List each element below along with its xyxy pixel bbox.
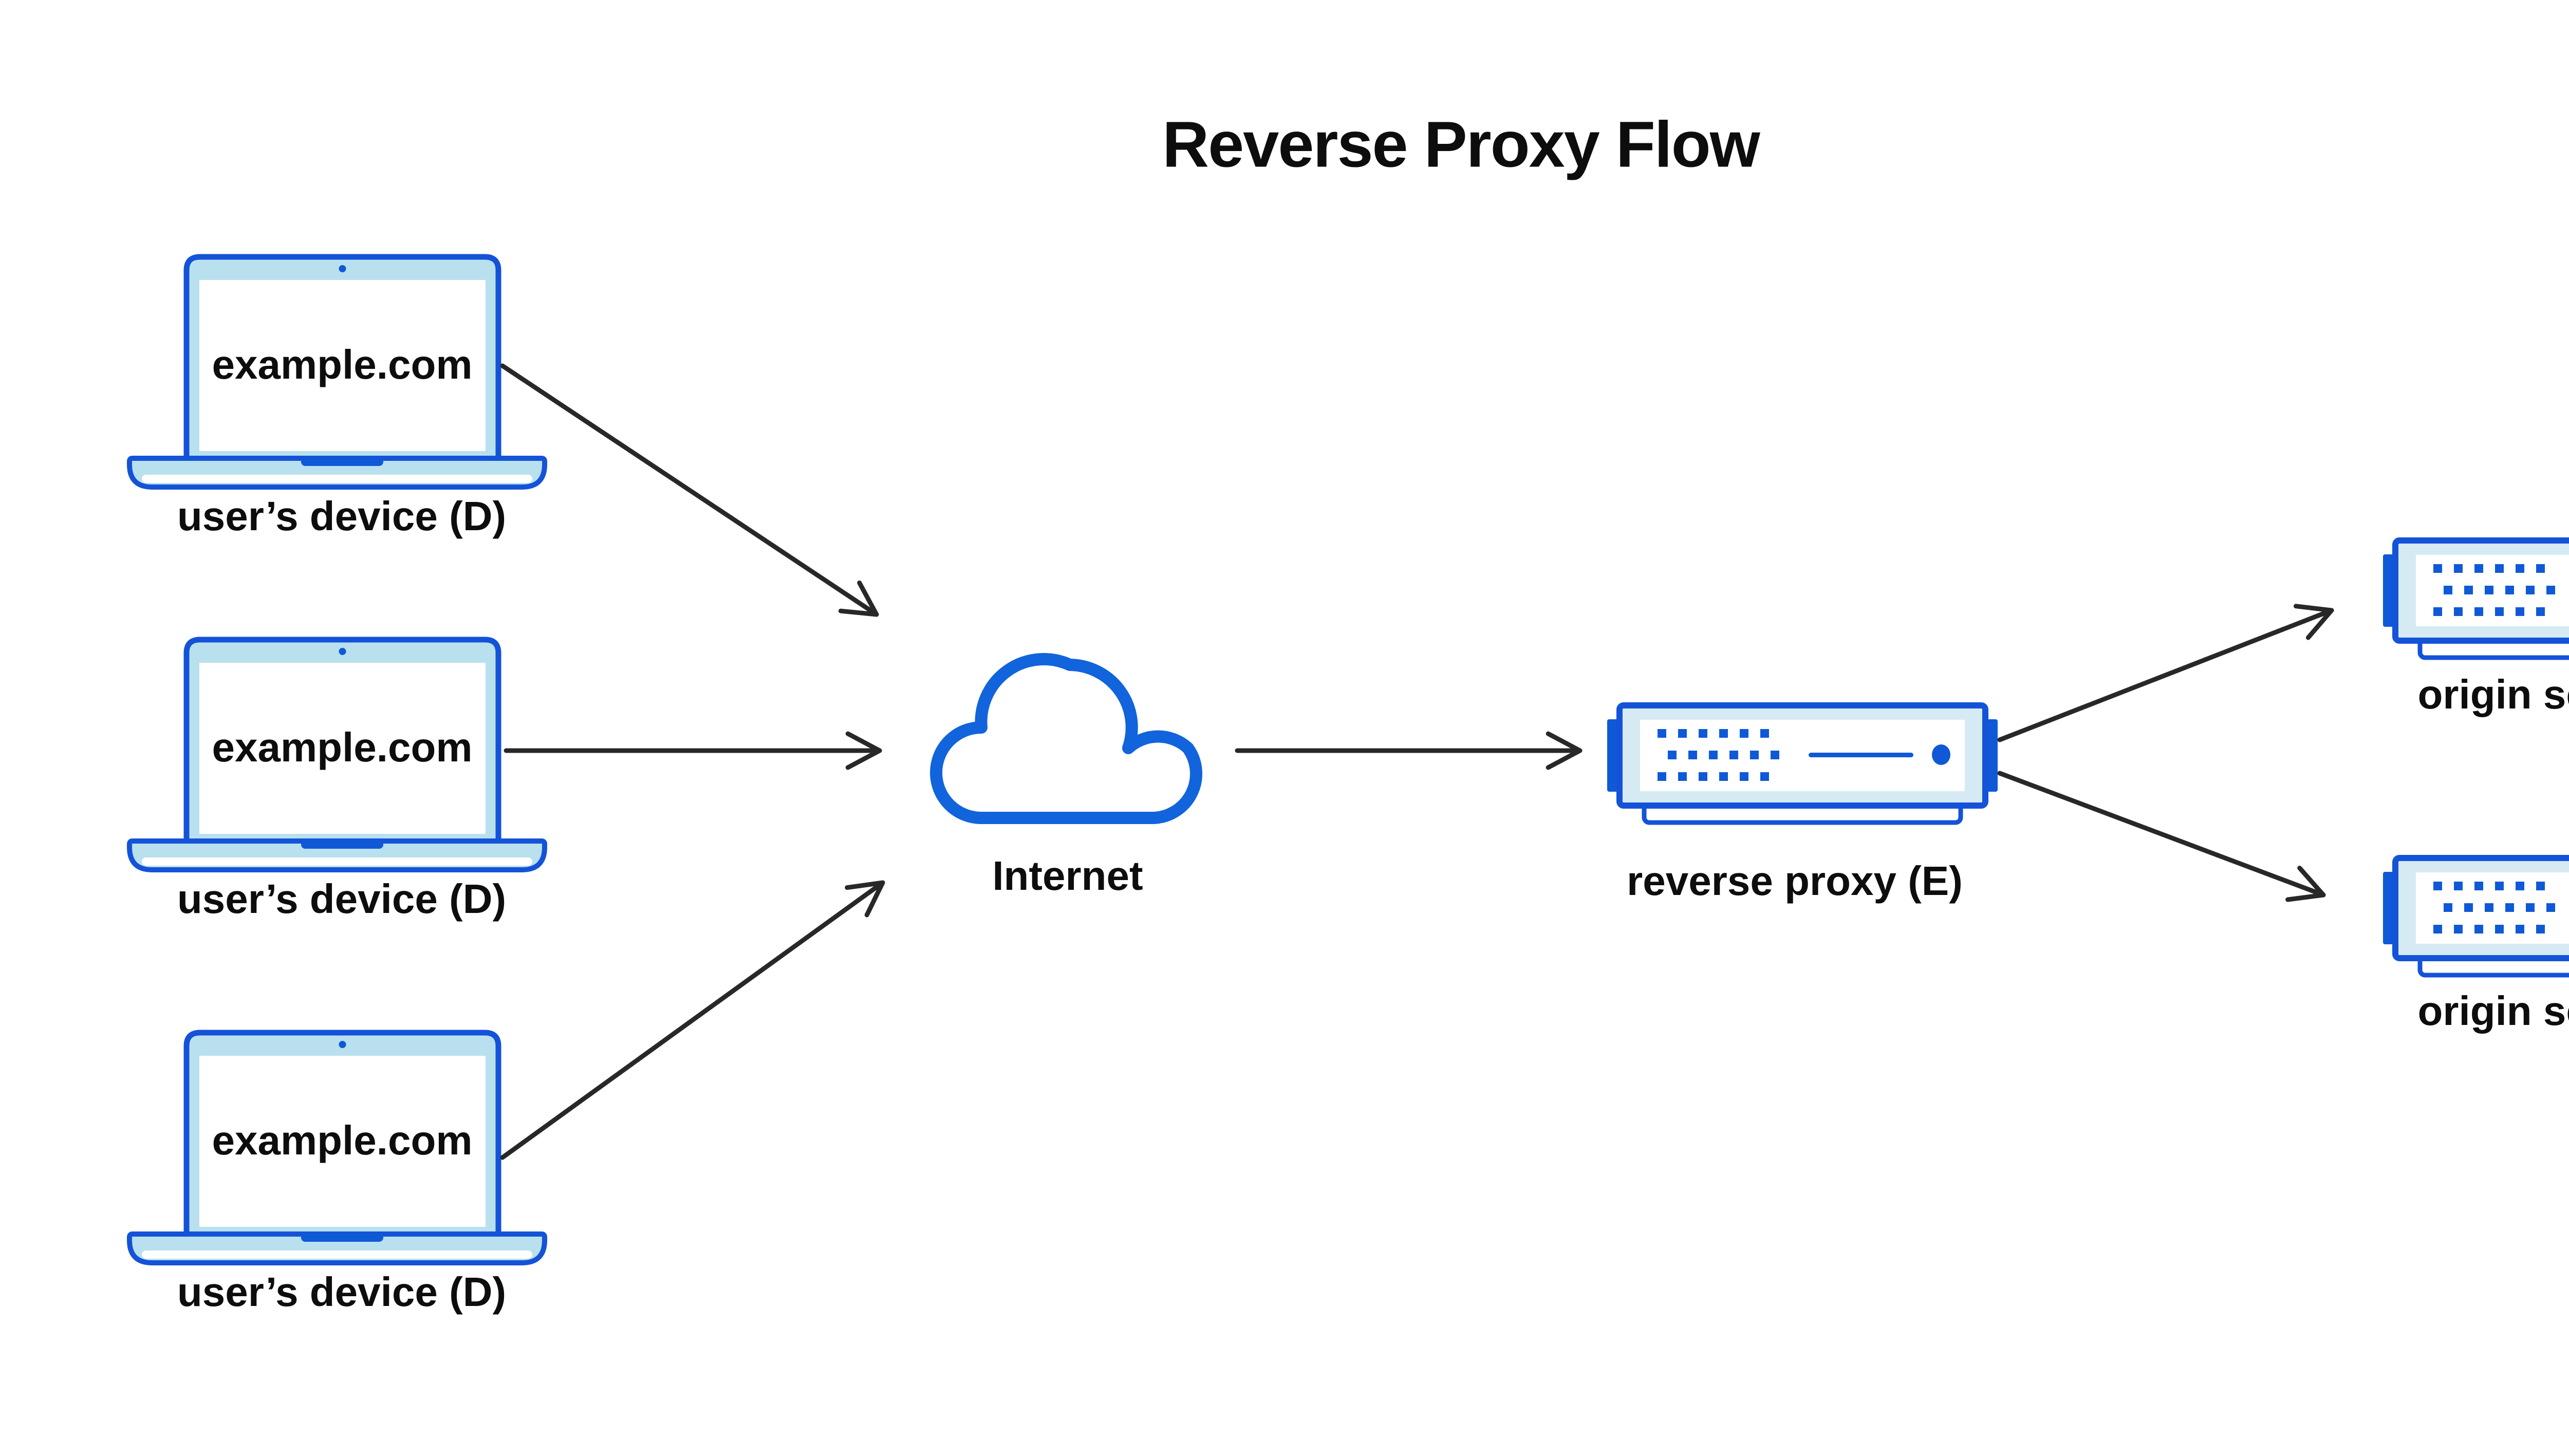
device-screen-text: example.com <box>212 1117 473 1163</box>
server-vent-dots <box>2433 564 2555 616</box>
arrow-device3-to-internet <box>500 880 885 1160</box>
arrowhead-icon <box>838 580 879 617</box>
device-label: user’s device (D) <box>177 1269 507 1315</box>
internet-label: Internet <box>992 853 1143 899</box>
laptop-icon <box>127 254 547 490</box>
reverse-proxy-label: reverse proxy (E) <box>1627 858 1963 904</box>
arrow-proxy-to-origin2 <box>1997 771 2326 902</box>
camera-dot-icon <box>339 1041 346 1048</box>
device-label: user’s device (D) <box>177 493 507 539</box>
camera-dot-icon <box>339 265 346 272</box>
server-vent-dots <box>1658 729 1779 781</box>
arrowhead-icon <box>2294 604 2334 640</box>
cloud-icon <box>930 653 1203 824</box>
laptop-base-highlight <box>142 857 532 866</box>
arrow-internet-to-proxy <box>1235 731 1583 770</box>
arrowhead-icon <box>2285 866 2326 902</box>
laptop-notch <box>301 840 383 849</box>
flow-arrows <box>500 363 2334 1160</box>
arrowhead-icon <box>1546 731 1583 770</box>
server-vent-dots <box>2433 882 2555 934</box>
device-label: user’s device (D) <box>177 876 507 922</box>
server-icon <box>1607 702 1998 825</box>
laptop-base-highlight <box>142 1250 532 1259</box>
server-led-icon <box>1932 744 1950 765</box>
laptop-base-highlight <box>142 475 532 483</box>
laptop-screen <box>199 280 486 451</box>
arrowhead-icon <box>845 880 885 918</box>
server-icon <box>2383 537 2569 660</box>
camera-dot-icon <box>339 648 346 655</box>
arrow-device1-to-internet <box>500 363 879 617</box>
arrowhead-icon <box>845 731 882 770</box>
server-icon <box>2383 855 2569 978</box>
device-screen-text: example.com <box>212 724 473 770</box>
laptop-notch <box>301 1233 383 1242</box>
origin-server-label: origin server (F) <box>2417 671 2569 717</box>
server-status-line <box>1809 753 1913 757</box>
laptop-icon <box>127 1030 547 1265</box>
device-screen-text: example.com <box>212 342 473 387</box>
diagram-title: Reverse Proxy Flow <box>1162 108 1760 181</box>
laptop-notch <box>301 457 383 466</box>
arrow-proxy-to-origin1 <box>1997 604 2334 742</box>
laptop-screen <box>199 1056 486 1227</box>
laptop-screen <box>199 663 486 834</box>
laptop-icon <box>127 637 547 872</box>
arrow-device2-to-internet <box>504 731 882 770</box>
origin-server-label: origin server (F) <box>2417 988 2569 1034</box>
